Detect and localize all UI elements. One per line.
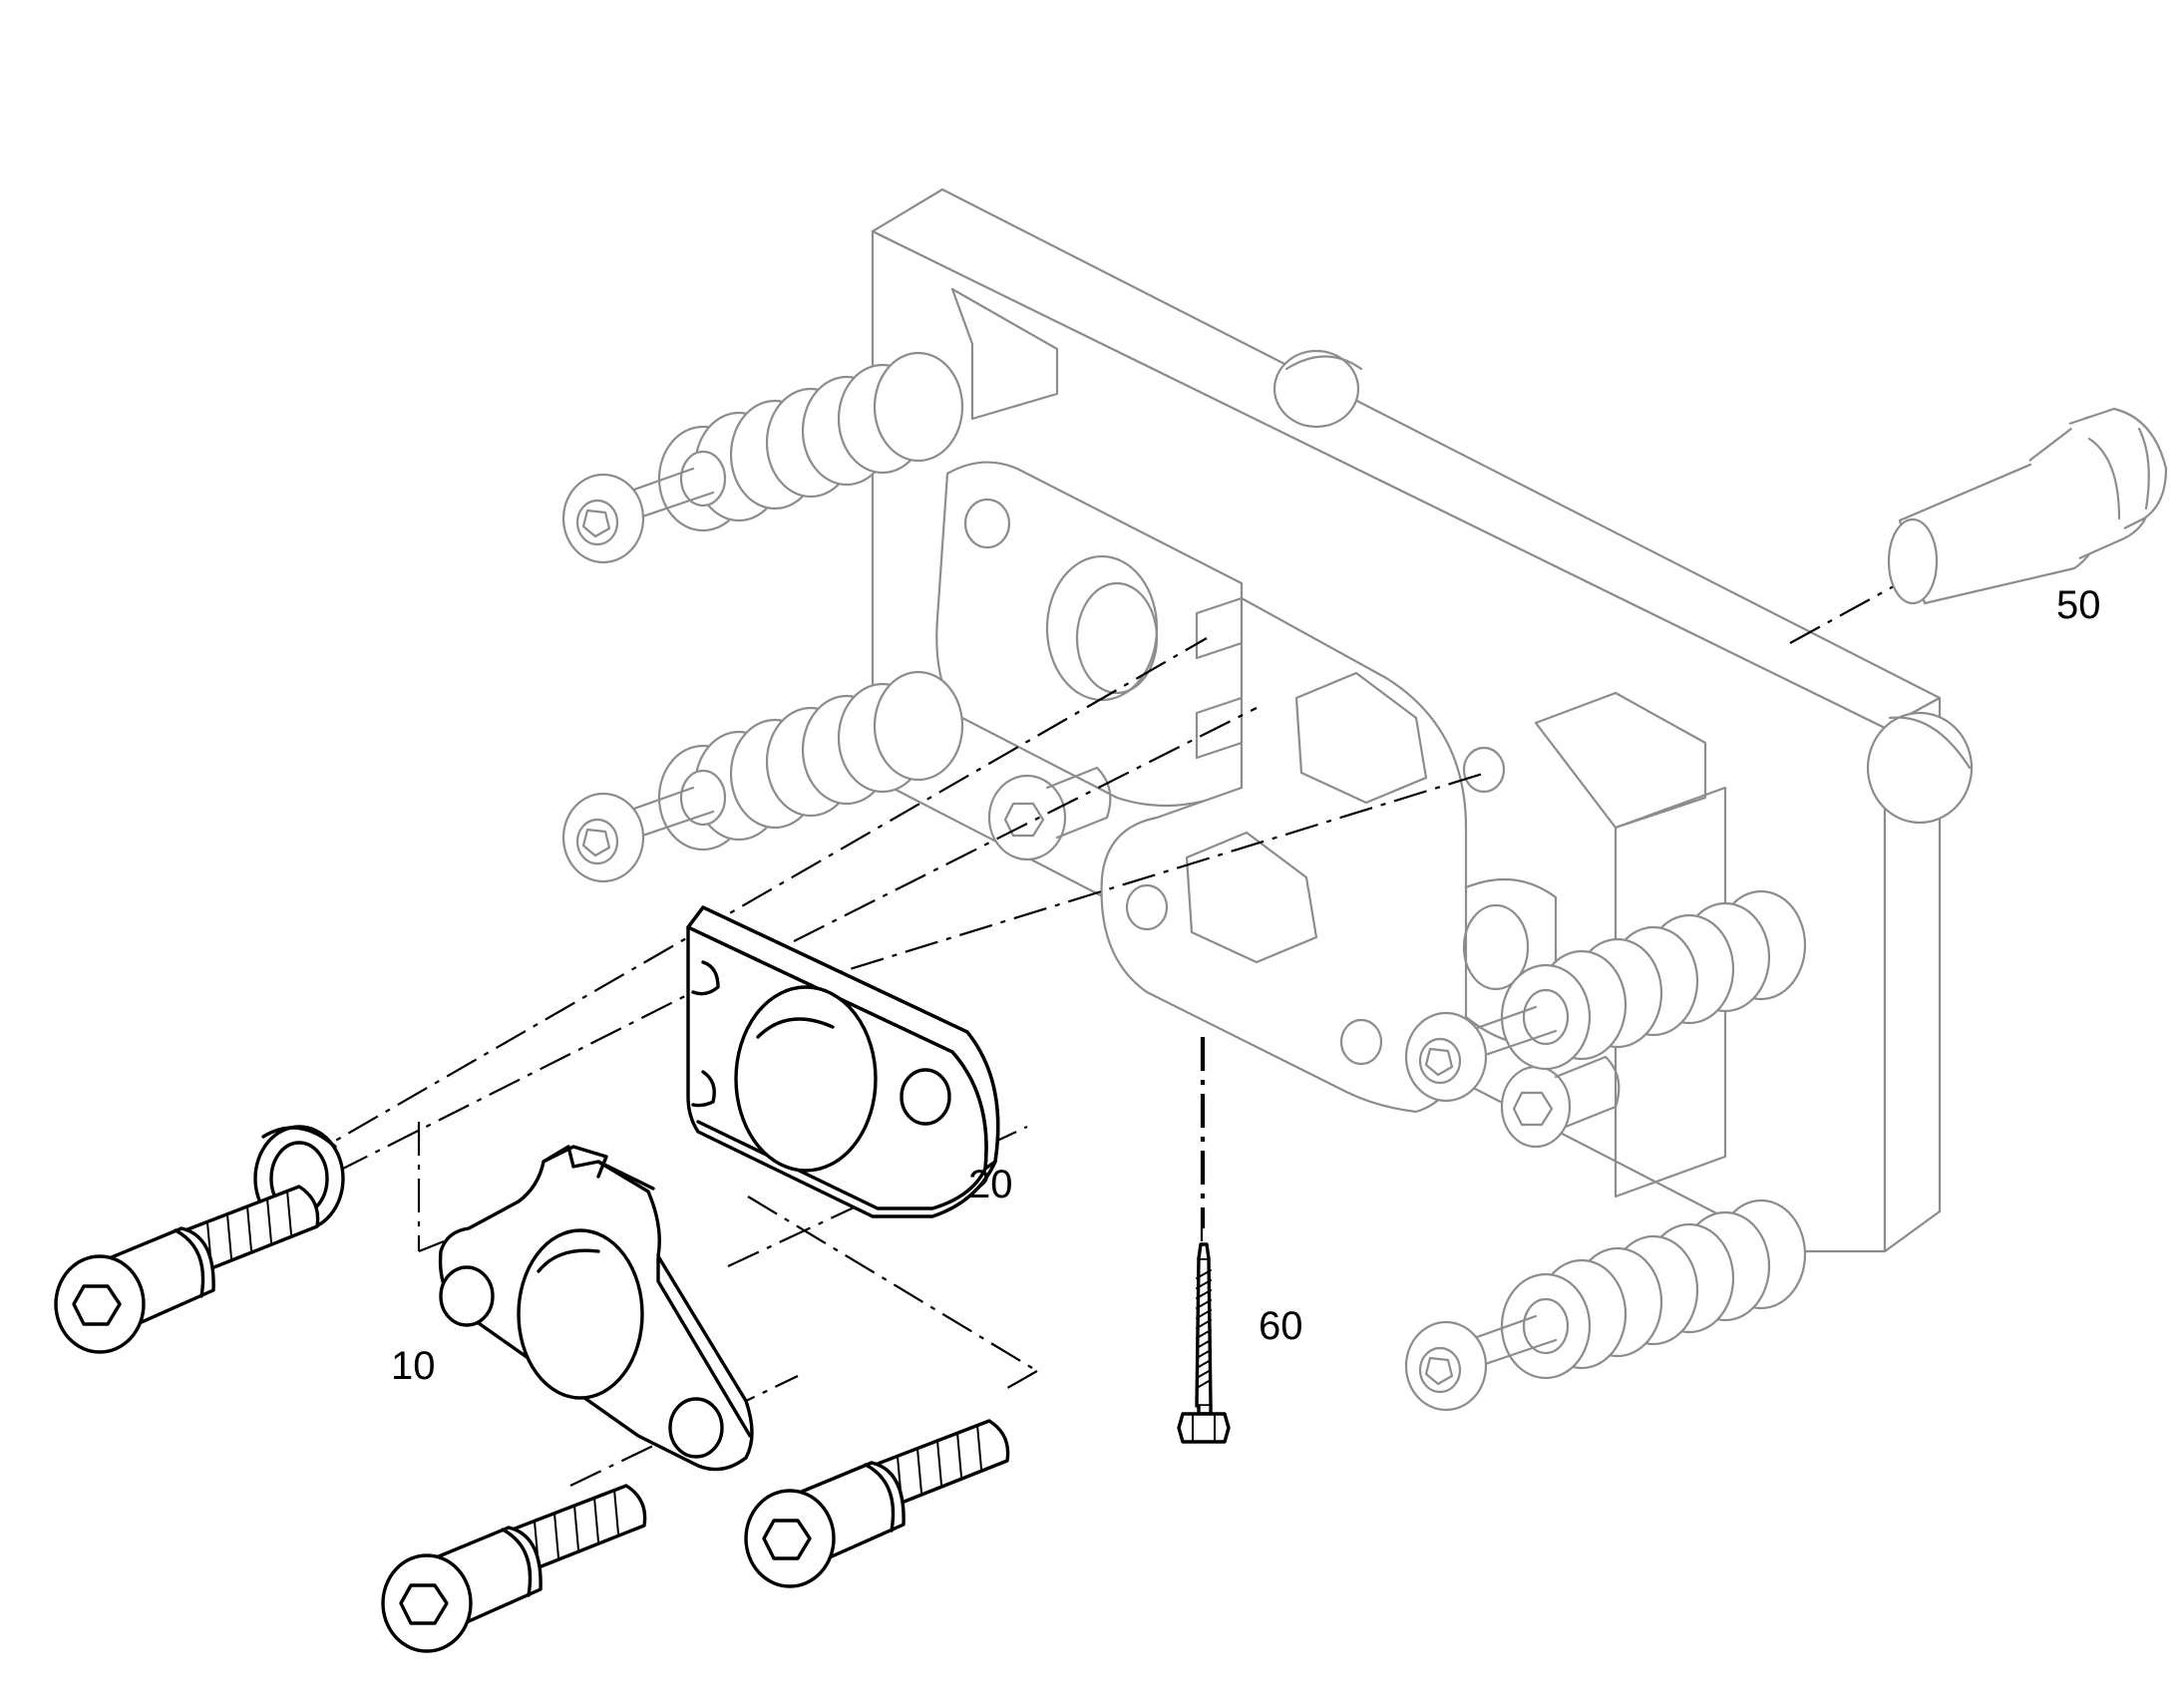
cap-screw-lower-left [381, 1484, 647, 1653]
part-10-gasket [438, 1145, 754, 1472]
callout-20: 20 [968, 1163, 1013, 1206]
part-60-hex-bolt [1177, 1242, 1231, 1444]
part-50-dowel-pin [1887, 407, 2168, 605]
callout-60: 60 [1259, 1304, 1303, 1348]
background-assembly [561, 187, 1974, 1412]
callout-50: 50 [2056, 583, 2101, 627]
cap-screw-upper-left [54, 1185, 320, 1354]
part-20-spacer-flange [686, 905, 1000, 1218]
cap-screw-lower-right [744, 1419, 1010, 1588]
callout-10: 10 [391, 1344, 436, 1388]
